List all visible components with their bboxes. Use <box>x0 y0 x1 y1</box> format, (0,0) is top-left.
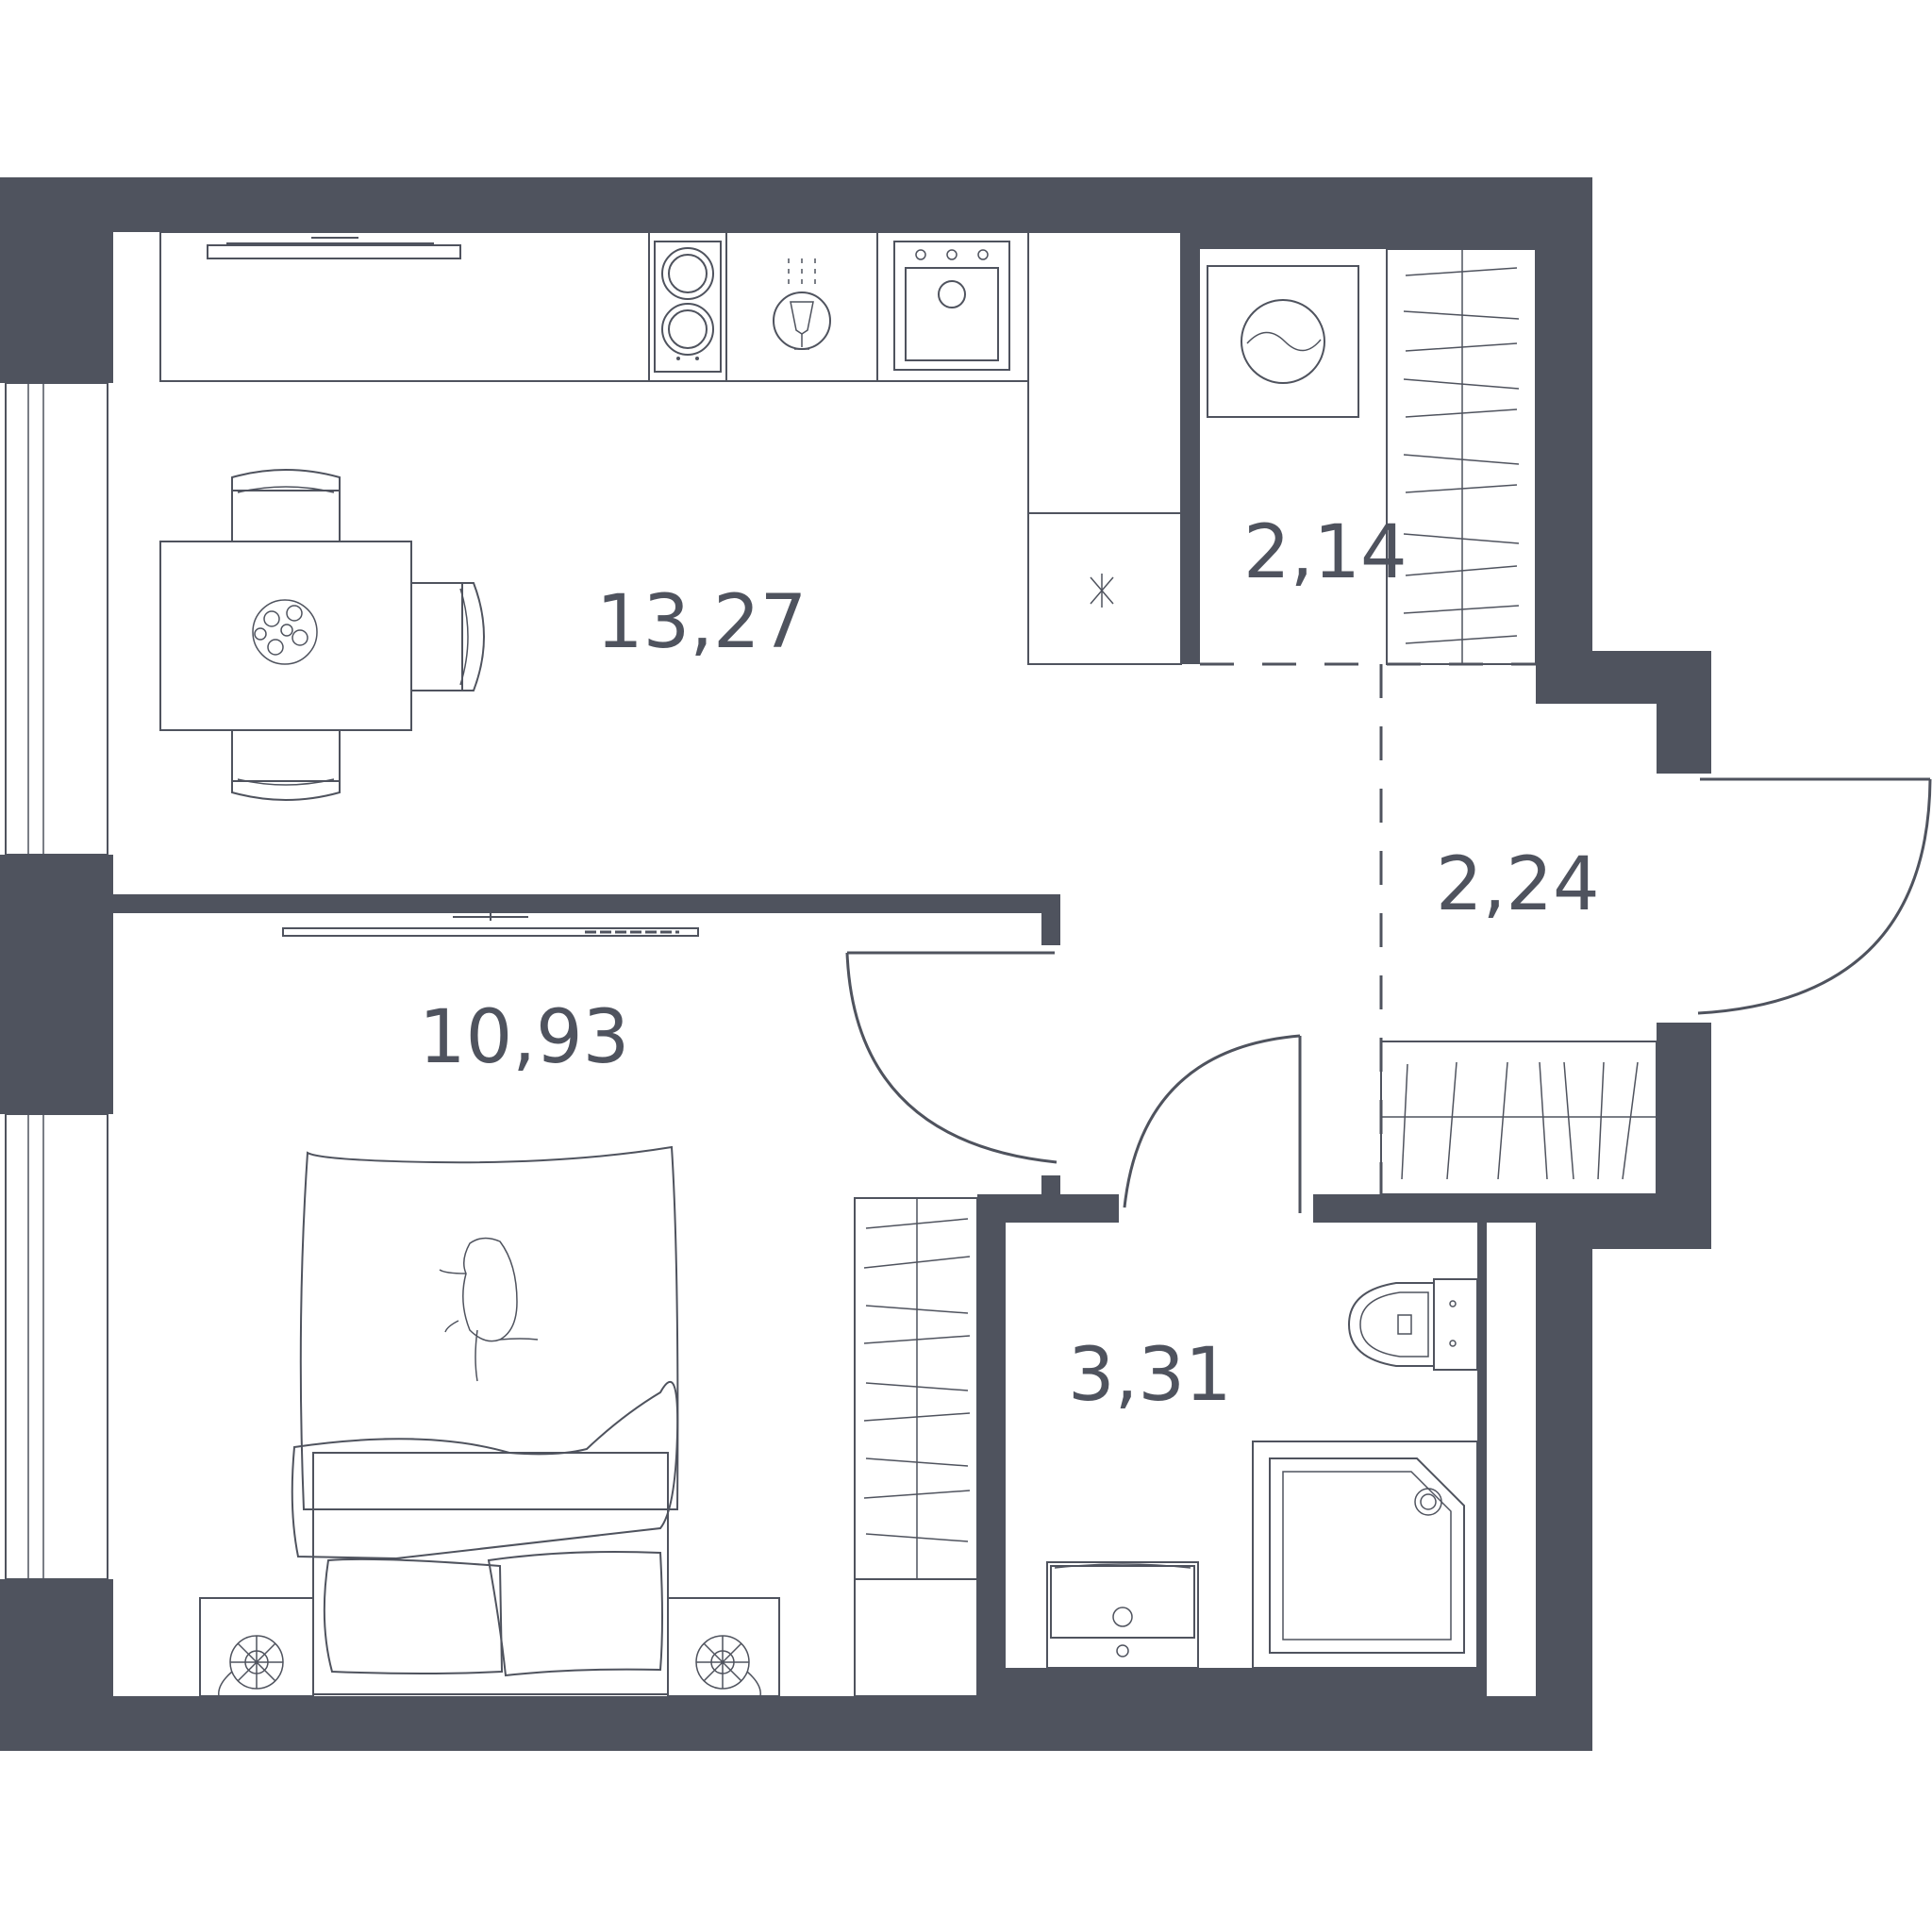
windows <box>5 382 108 1580</box>
washbasin-icon <box>1046 1561 1199 1669</box>
cooktop-icon <box>654 241 722 373</box>
hallway-dividers <box>1200 662 1536 1194</box>
wall-bedroom-right-stub-top <box>1041 894 1060 945</box>
dining-table-icon <box>159 469 485 801</box>
wall-bath-right <box>1477 1223 1487 1696</box>
bed-icon <box>291 1145 679 1695</box>
wall-entrance-upper <box>1657 651 1711 774</box>
wall-bedroom-right-stub-bottom <box>1041 1175 1060 1198</box>
flower-bouquet-icon <box>252 599 318 665</box>
window-kitchen <box>5 382 108 856</box>
wall-bath-bottom <box>1006 1668 1483 1696</box>
entrance-door <box>1697 777 1932 1015</box>
tv-icon <box>282 913 699 937</box>
dishwasher-icon <box>773 258 831 350</box>
chair-right <box>410 582 485 691</box>
window-bedroom <box>5 1113 108 1580</box>
wall-left-upper <box>0 177 113 383</box>
area-bathroom: 3,31 <box>1068 1333 1232 1418</box>
storage-shelves <box>1386 248 1537 665</box>
chair-bottom <box>231 729 341 801</box>
wall-right-upper <box>1536 177 1592 651</box>
nightstand-left <box>199 1597 314 1697</box>
wall-bedroom-top <box>113 894 1060 913</box>
wall-left-lower <box>0 1579 113 1751</box>
wall-storage-top <box>1181 232 1536 249</box>
kitchen-tall-cabinet <box>1027 231 1182 665</box>
walls <box>0 177 1711 1751</box>
area-storage: 2,14 <box>1243 510 1407 595</box>
toilet-icon <box>1347 1278 1478 1371</box>
wall-top <box>0 177 1592 232</box>
kitchen-counter <box>159 231 1182 665</box>
wall-left-middle <box>0 855 113 1114</box>
area-bedroom: 10,93 <box>419 995 629 1080</box>
wall-bath-left <box>977 1194 1006 1696</box>
bedroom-wardrobe <box>854 1197 978 1697</box>
hallway-wardrobe <box>1380 1041 1657 1195</box>
nightstand-right <box>667 1597 780 1697</box>
area-kitchen-living: 13,27 <box>596 580 807 665</box>
bathroom-door <box>1123 1034 1302 1213</box>
wall-storage-left <box>1181 177 1200 664</box>
fridge-icon <box>1090 574 1114 608</box>
area-hallway: 2,24 <box>1436 842 1600 927</box>
bedroom-door <box>845 951 1058 1164</box>
range-hood-icon <box>207 237 461 259</box>
cat-icon <box>439 1237 539 1382</box>
sink-icon <box>893 241 1010 371</box>
shower-icon <box>1252 1441 1478 1669</box>
chair-top <box>231 469 341 542</box>
washing-machine-icon <box>1207 265 1359 418</box>
wall-bath-top-right <box>1313 1194 1536 1223</box>
wall-bottom <box>0 1696 1592 1751</box>
wall-right-lower <box>1536 1194 1592 1751</box>
